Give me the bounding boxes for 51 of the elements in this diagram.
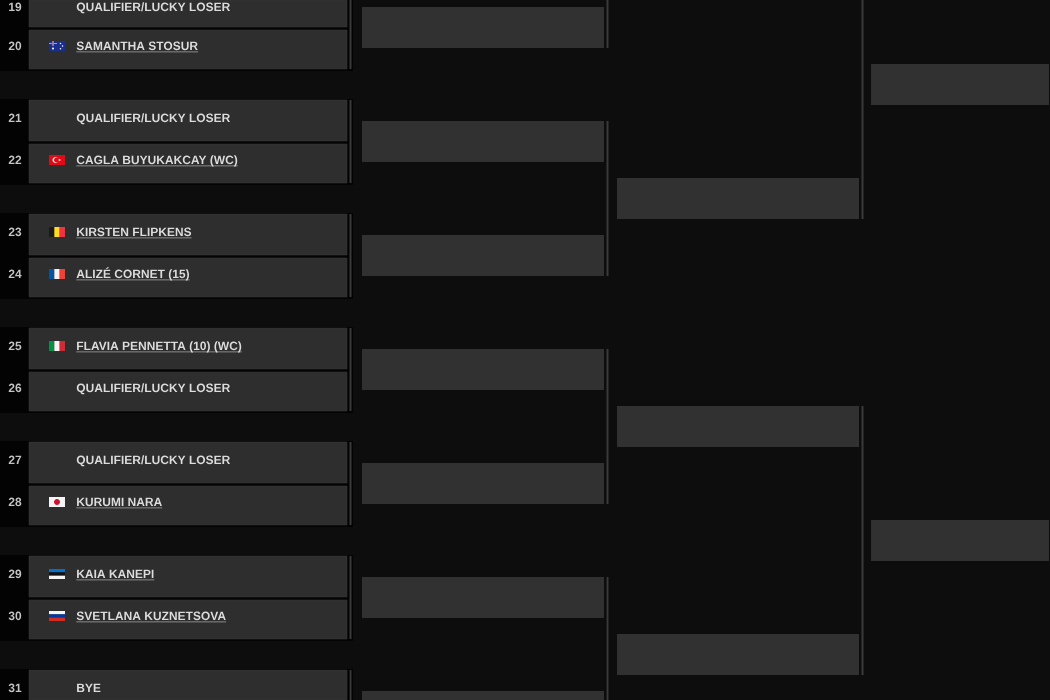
player-box: FLAVIA PENNETTA (10) (WC) <box>28 327 348 370</box>
bracket-line <box>606 0 609 49</box>
result-box <box>362 463 604 504</box>
bracket-line <box>349 213 352 298</box>
result-box <box>362 691 604 700</box>
player-box: QUALIFIER/LUCKY LOSER <box>28 99 348 142</box>
player-box: QUALIFIER/LUCKY LOSER <box>28 0 348 28</box>
result-box <box>871 520 1049 561</box>
player-box: QUALIFIER/LUCKY LOSER <box>28 371 348 412</box>
bracket-line <box>861 405 864 676</box>
result-box <box>362 7 604 48</box>
result-box <box>617 406 859 447</box>
result-box <box>617 634 859 675</box>
seed-number: 30 <box>8 611 22 621</box>
bracket-line <box>349 99 352 184</box>
bracket-line <box>349 327 352 412</box>
result-box <box>362 349 604 390</box>
result-box <box>871 64 1049 105</box>
result-box <box>362 577 604 618</box>
bracket-line <box>606 576 609 700</box>
bracket-line <box>349 555 352 640</box>
player-box: KURUMI NARA <box>28 485 348 526</box>
seed-number: 27 <box>8 455 22 464</box>
seed-number: 25 <box>8 341 22 351</box>
seed-number: 22 <box>8 155 22 164</box>
player-box: ALIZÉ CORNET (15) <box>28 257 348 298</box>
seed-number: 26 <box>8 383 22 393</box>
seed-number: 23 <box>8 227 22 237</box>
bracket-line <box>606 348 609 505</box>
bracket-line <box>861 0 864 220</box>
seed-number: 31 <box>8 683 22 693</box>
player-box: QUALIFIER/LUCKY LOSER <box>28 441 348 484</box>
result-box <box>362 235 604 276</box>
player-box: BYE <box>28 669 348 700</box>
player-box: CAGLA BUYUKAKCAY (WC) <box>28 143 348 184</box>
seed-number: 20 <box>8 41 22 51</box>
bracket-line <box>349 0 352 70</box>
seed-number: 19 <box>9 2 22 12</box>
bracket-line <box>349 441 352 526</box>
seed-number: 21 <box>8 113 22 122</box>
player-box: SAMANTHA STOSUR <box>28 29 348 70</box>
bracket-line <box>606 120 609 277</box>
player-box: SVETLANA KUZNETSOVA <box>28 599 348 640</box>
seed-number: 24 <box>8 269 22 278</box>
result-box <box>617 178 859 219</box>
bracket-line <box>349 669 352 700</box>
result-box <box>362 121 604 162</box>
player-box: KIRSTEN FLIPKENS <box>28 213 348 256</box>
seed-number: 28 <box>8 497 22 507</box>
player-box: KAIA KANEPI <box>28 555 348 598</box>
seed-number: 29 <box>8 569 22 579</box>
